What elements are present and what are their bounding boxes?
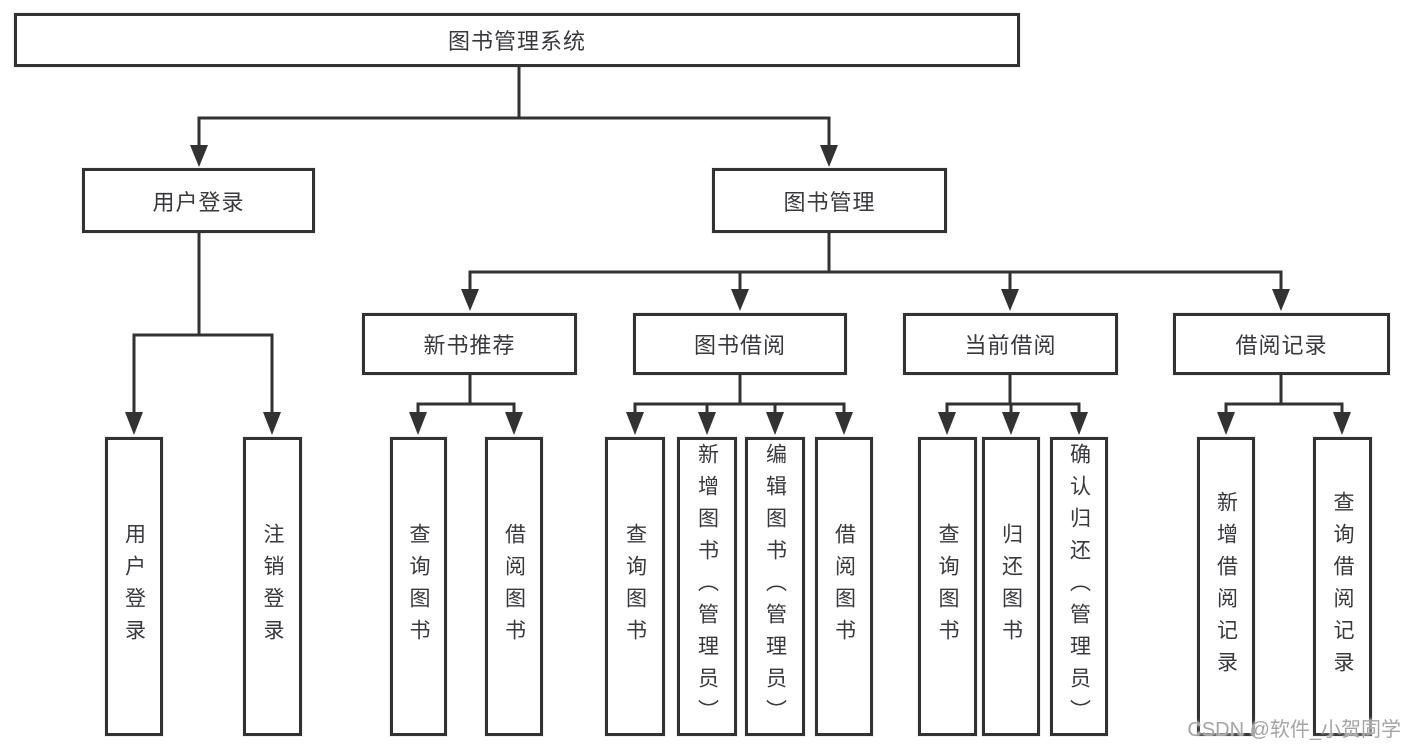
arrowhead-g2-2 [505, 412, 523, 435]
arrowhead-borrow-records [1272, 289, 1290, 311]
node-current-borrow: 当前借阅 [903, 313, 1118, 375]
arrowhead-g3-2 [698, 412, 716, 435]
leaf-query-books-1-label: 查询图书 [407, 522, 430, 651]
leaf-add-book-admin-label: 新增图书（管理员） [695, 442, 719, 731]
arrowhead-g3-4 [835, 412, 853, 435]
node-borrow-records: 借阅记录 [1173, 313, 1390, 375]
leaf-query-borrow-record-label: 查询借阅记录 [1331, 490, 1354, 683]
arrowhead-g5-1 [1217, 412, 1235, 435]
arrowhead-g3-1 [626, 412, 644, 435]
leaf-confirm-return-admin: 确认归还（管理员） [1050, 437, 1108, 736]
node-new-book-recommend-label: 新书推荐 [423, 333, 516, 358]
arrowhead-g5-2 [1333, 412, 1351, 435]
node-book-management: 图书管理 [712, 168, 947, 233]
node-user-login-label: 用户登录 [152, 189, 245, 215]
leaf-logout: 注销登录 [243, 437, 302, 736]
leaf-add-book-admin: 新增图书（管理员） [677, 437, 737, 736]
node-root-label: 图书管理系统 [447, 29, 586, 54]
node-book-management-label: 图书管理 [783, 189, 876, 215]
leaf-query-books-2: 查询图书 [605, 437, 665, 736]
node-book-borrow: 图书借阅 [633, 313, 847, 375]
arrowhead-user-login [190, 145, 208, 167]
leaf-add-borrow-record-label: 新增借阅记录 [1214, 490, 1238, 683]
leaf-logout-label: 注销登录 [261, 522, 284, 651]
arrowhead-book-borrow [731, 289, 749, 311]
arrowhead-g4-2 [1002, 412, 1020, 435]
node-user-login: 用户登录 [82, 168, 315, 233]
leaf-borrow-books-1: 借阅图书 [485, 437, 543, 736]
leaf-add-borrow-record: 新增借阅记录 [1197, 437, 1255, 736]
arrowhead-current-borrow [1001, 289, 1019, 311]
arrowhead-leaf-logout [263, 412, 281, 435]
arrowhead-g4-1 [938, 412, 956, 435]
arrowhead-leaf-login [125, 412, 143, 435]
leaf-borrow-books-1-label: 借阅图书 [502, 522, 526, 651]
leaf-user-login-label: 用户登录 [122, 522, 146, 651]
leaf-return-books-label: 归还图书 [999, 522, 1023, 651]
node-book-borrow-label: 图书借阅 [693, 333, 786, 358]
node-root: 图书管理系统 [14, 13, 1020, 67]
leaf-edit-book-admin: 编辑图书（管理员） [745, 437, 805, 736]
node-new-book-recommend: 新书推荐 [362, 313, 577, 375]
leaf-user-login: 用户登录 [105, 437, 163, 736]
arrowhead-g2-1 [409, 412, 427, 435]
arrowhead-g3-3 [766, 412, 784, 435]
leaf-query-books-3: 查询图书 [918, 437, 977, 736]
leaf-query-books-3-label: 查询图书 [936, 522, 959, 651]
leaf-return-books: 归还图书 [982, 437, 1040, 736]
arrowhead-book-mgmt [820, 145, 838, 167]
leaf-borrow-books-2: 借阅图书 [815, 437, 873, 736]
leaf-query-books-1: 查询图书 [390, 437, 447, 736]
leaf-edit-book-admin-label: 编辑图书（管理员） [763, 442, 787, 731]
leaf-query-books-2-label: 查询图书 [623, 522, 647, 651]
leaf-query-borrow-record: 查询借阅记录 [1313, 437, 1372, 736]
arrowhead-new-books [461, 289, 479, 311]
leaf-confirm-return-admin-label: 确认归还（管理员） [1067, 442, 1091, 731]
csdn-watermark: CSDN @软件_小贺同学 [1187, 719, 1401, 741]
node-borrow-records-label: 借阅记录 [1235, 333, 1328, 358]
node-current-borrow-label: 当前借阅 [964, 333, 1057, 358]
leaf-borrow-books-2-label: 借阅图书 [832, 522, 856, 651]
arrowhead-g4-3 [1070, 412, 1088, 435]
